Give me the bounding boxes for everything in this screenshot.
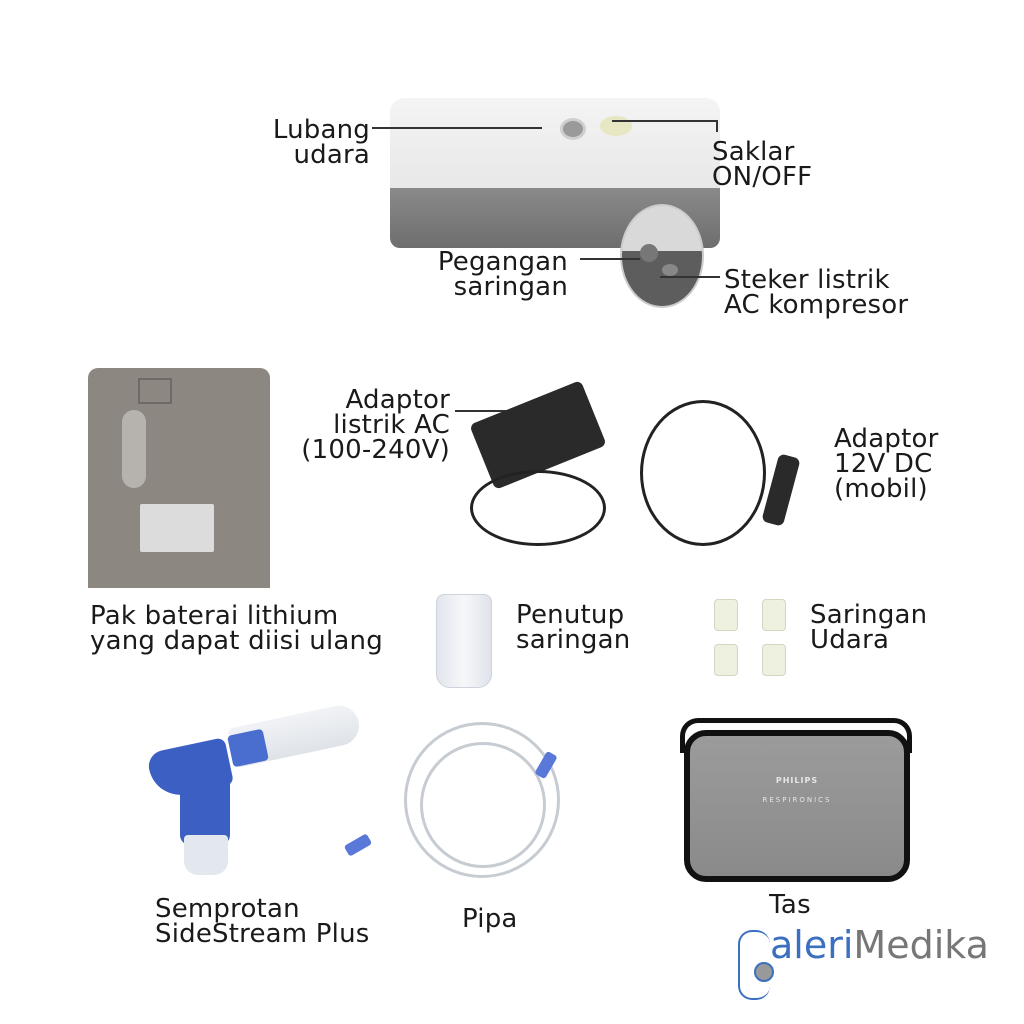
power-switch — [600, 116, 632, 136]
battery-pack-image — [88, 368, 270, 588]
filter-handle — [640, 244, 658, 262]
label-bag: Tas — [769, 890, 811, 920]
air-filter-3 — [714, 644, 738, 676]
battery-window — [138, 378, 172, 404]
dc-adapter-cable — [640, 400, 766, 546]
label-ac-plug: Steker listrik AC kompresor — [724, 265, 909, 320]
side-inset — [620, 204, 704, 308]
battery-latch — [122, 410, 146, 488]
ac-adapter-cable — [470, 470, 606, 546]
label-ac-adapter: Adaptor listrik AC (100-240V) — [301, 385, 450, 465]
leader-filter-handle — [580, 258, 640, 260]
compressor-top — [390, 98, 720, 188]
bag-sub-brand: RESPIRONICS — [762, 796, 832, 804]
logo-text-medika: Medika — [853, 923, 989, 967]
label-filter-handle: Pegangan saringan — [437, 247, 568, 302]
air-filter-4 — [762, 644, 786, 676]
leader-power-switch — [612, 120, 718, 122]
air-filter-2 — [762, 599, 786, 631]
leader-power-switch-v — [716, 120, 718, 132]
stethoscope-icon — [738, 930, 770, 1000]
nebulizer-cup — [184, 835, 228, 875]
dc-adapter-plug — [761, 453, 801, 527]
galeri-medika-logo: aleriMedika — [740, 925, 989, 965]
battery-label-sticker — [140, 504, 214, 552]
nebulizer-body — [180, 775, 230, 845]
tubing-connector-bottom — [343, 833, 373, 857]
bag-brand: PHILIPS — [775, 776, 819, 785]
label-air-hole: Lubang udara — [272, 115, 370, 170]
tubing-loop-1 — [404, 722, 560, 878]
label-battery: Pak baterai lithium yang dapat diisi ula… — [90, 601, 383, 656]
stethoscope-chestpiece-icon — [754, 962, 774, 982]
leader-air-hole — [372, 127, 542, 129]
ac-plug-port — [662, 264, 678, 276]
label-tubing: Pipa — [462, 904, 518, 934]
bag-image: PHILIPS RESPIRONICS — [684, 730, 910, 882]
air-filter-1 — [714, 599, 738, 631]
leader-ac-plug — [660, 276, 720, 278]
label-filter-cover: Penutup saringan — [516, 600, 631, 655]
leader-ac-adapter — [455, 410, 513, 412]
filter-cover-image — [436, 594, 492, 688]
compressor-image — [390, 98, 720, 308]
bag-strap — [680, 718, 912, 753]
label-power-switch: Saklar ON/OFF — [712, 137, 813, 192]
logo-text-aleri: aleri — [770, 923, 854, 967]
tubing-loop-2 — [420, 742, 546, 868]
label-nebulizer: Semprotan SideStream Plus — [155, 894, 370, 949]
air-hole — [560, 118, 586, 140]
label-dc-adapter: Adaptor 12V DC (mobil) — [834, 424, 939, 504]
label-air-filters: Saringan Udara — [810, 600, 928, 655]
